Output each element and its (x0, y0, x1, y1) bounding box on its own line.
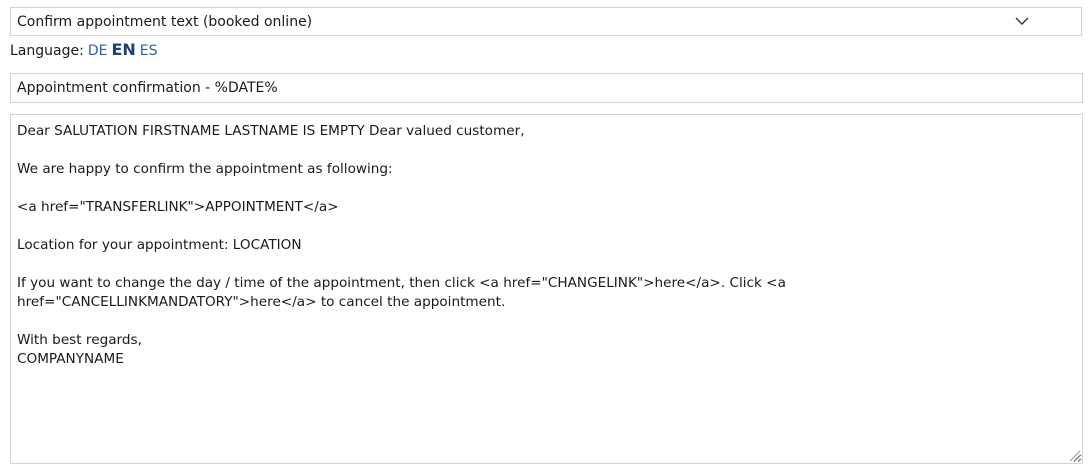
template-select[interactable]: Confirm appointment text (booked online) (10, 7, 1082, 36)
template-select-value: Confirm appointment text (booked online) (17, 13, 313, 30)
language-option-de[interactable]: DE (87, 43, 108, 59)
language-option-es[interactable]: ES (139, 43, 158, 59)
language-option-en[interactable]: EN (111, 40, 136, 59)
language-label: Language: (10, 43, 84, 59)
language-switcher: Language: DE EN ES (10, 40, 162, 62)
chevron-down-icon[interactable] (1015, 16, 1029, 26)
message-body-textarea[interactable]: Dear SALUTATION FIRSTNAME LASTNAME IS EM… (10, 114, 1083, 464)
subject-input[interactable] (10, 73, 1083, 103)
